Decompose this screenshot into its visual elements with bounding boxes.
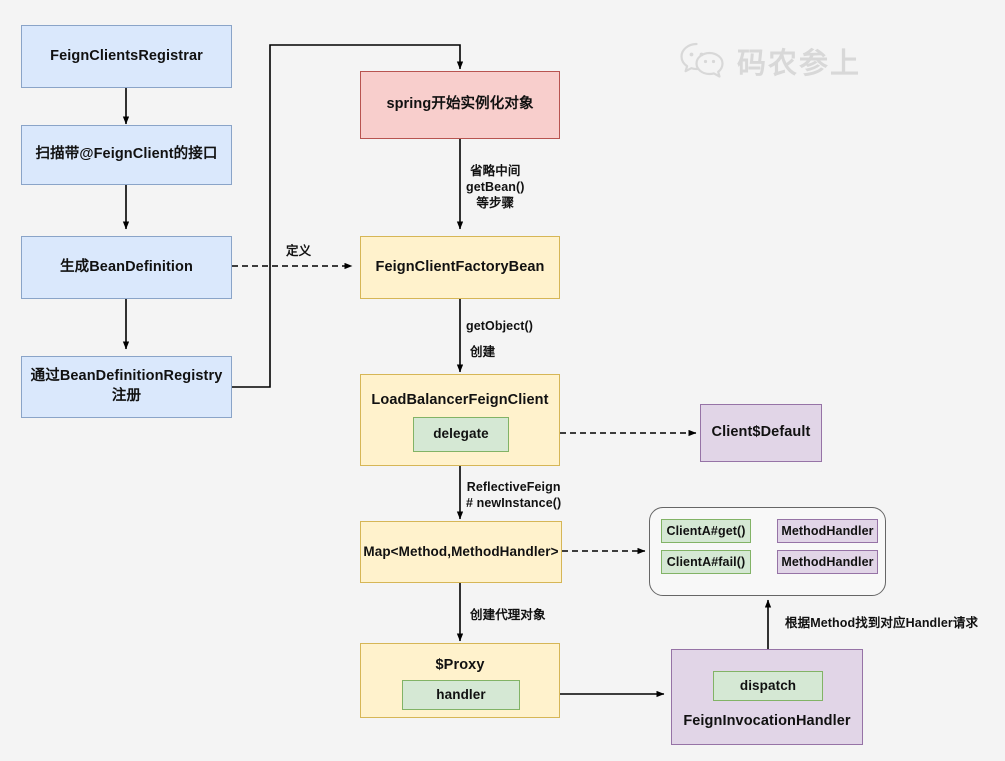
node-feign-invocation-handler[interactable]: dispatch FeignInvocationHandler — [671, 649, 863, 745]
node-scan-feign-client[interactable]: 扫描带@FeignClient的接口 — [21, 125, 232, 185]
node-label: 通过BeanDefinitionRegistry 注册 — [30, 368, 223, 404]
edge-label-omit-getbean: 省略中间 getBean() 等步骤 — [466, 164, 525, 210]
wechat-icon — [680, 42, 724, 78]
inner-label: handler — [436, 686, 486, 702]
node-label: 扫描带@FeignClient的接口 — [35, 146, 218, 163]
node-label: FeignClientFactoryBean — [375, 258, 545, 275]
node-generate-bean-definition[interactable]: 生成BeanDefinition — [21, 236, 232, 299]
handler-map-container: ClientA#get() ClientA#fail() MethodHandl… — [649, 507, 886, 596]
inner-label: delegate — [433, 426, 489, 442]
node-client-default[interactable]: Client$Default — [700, 404, 822, 462]
node-label: $Proxy — [435, 657, 485, 673]
edge-label-get-object: getObject() — [466, 319, 534, 333]
inner-method-handler-get[interactable]: MethodHandler — [777, 519, 878, 543]
node-label: Map<Method,MethodHandler> — [363, 543, 559, 559]
inner-client-a-get[interactable]: ClientA#get() — [661, 519, 751, 543]
inner-method-handler-fail[interactable]: MethodHandler — [777, 550, 878, 574]
node-label: spring开始实例化对象 — [386, 96, 534, 113]
node-feign-client-factory-bean[interactable]: FeignClientFactoryBean — [360, 236, 560, 299]
inner-handler[interactable]: handler — [402, 680, 520, 710]
inner-dispatch[interactable]: dispatch — [713, 671, 823, 701]
node-label: LoadBalancerFeignClient — [371, 392, 549, 408]
node-feign-clients-registrar[interactable]: FeignClientsRegistrar — [21, 25, 232, 88]
inner-label: ClientA#fail() — [666, 554, 746, 569]
inner-client-a-fail[interactable]: ClientA#fail() — [661, 550, 751, 574]
edge-label-find-handler-by-method: 根据Method找到对应Handler请求 — [785, 616, 979, 630]
node-label: 生成BeanDefinition — [60, 258, 193, 275]
node-label: FeignClientsRegistrar — [50, 47, 203, 64]
node-proxy[interactable]: $Proxy handler — [360, 643, 560, 718]
node-load-balancer-feign-client[interactable]: LoadBalancerFeignClient delegate — [360, 374, 560, 466]
inner-delegate[interactable]: delegate — [413, 417, 509, 452]
node-label: Client$Default — [711, 424, 811, 441]
edge-label-create-proxy-object: 创建代理对象 — [470, 608, 546, 622]
node-spring-instantiate[interactable]: spring开始实例化对象 — [360, 71, 560, 139]
inner-label: MethodHandler — [781, 523, 874, 538]
inner-label: dispatch — [739, 677, 797, 693]
edge-label-create: 创建 — [470, 345, 496, 359]
inner-label: ClientA#get() — [666, 523, 746, 538]
watermark-text: 码农参上 — [737, 48, 862, 80]
watermark: 码农参上 — [679, 40, 861, 82]
node-label: FeignInvocationHandler — [683, 713, 851, 729]
edge-label-define: 定义 — [286, 244, 312, 258]
node-method-handler-map[interactable]: Map<Method,MethodHandler> — [360, 521, 562, 583]
edge-label-reflective-feign: ReflectiveFeign # newInstance() — [466, 480, 562, 510]
inner-label: MethodHandler — [781, 554, 874, 569]
node-register-bean-definition[interactable]: 通过BeanDefinitionRegistry 注册 — [21, 356, 232, 418]
